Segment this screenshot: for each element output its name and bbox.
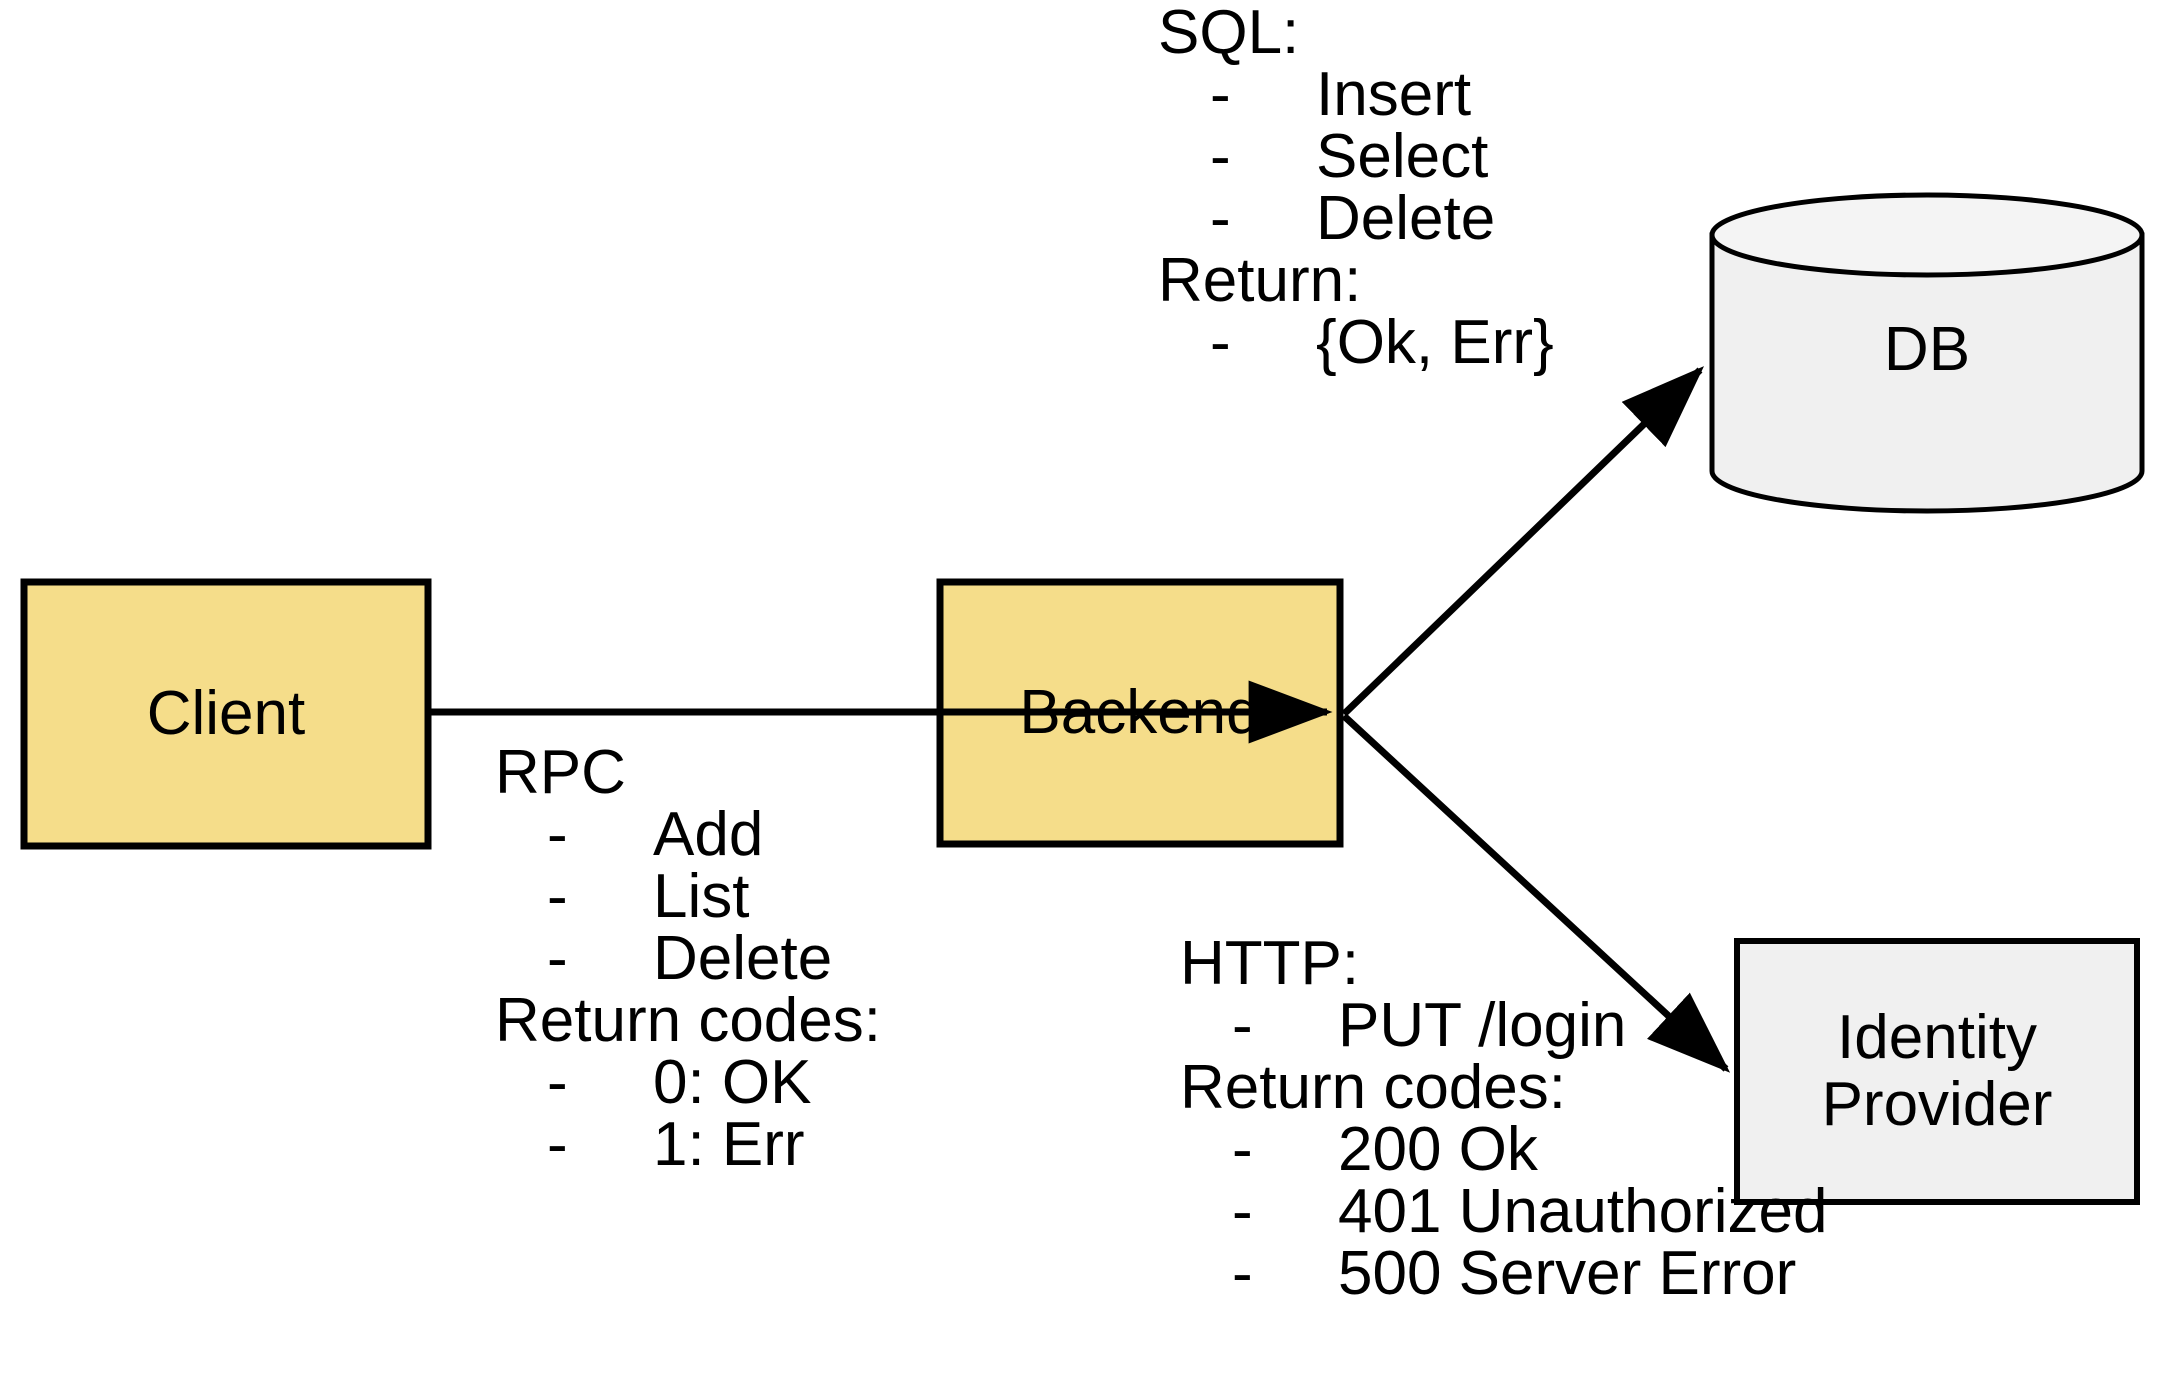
annotation-sql: SQL: -Insert -Select -Delete Return: -{O… xyxy=(1158,2,1554,374)
annotation-rpc-item-2-text: Delete xyxy=(653,924,833,993)
annotation-rpc-return-item-0-text: 0: OK xyxy=(653,1048,812,1117)
bullet-dash-icon: - xyxy=(547,862,568,931)
annotation-http-item-0: -PUT /login xyxy=(1180,995,1827,1057)
annotation-sql-item-2: -Delete xyxy=(1158,188,1554,250)
node-client-label: Client xyxy=(24,582,428,846)
annotation-sql-item-2-text: Delete xyxy=(1316,184,1496,253)
node-backend-label: Backend xyxy=(940,582,1340,844)
bullet-dash-icon: - xyxy=(1232,1177,1253,1246)
annotation-rpc-heading: RPC xyxy=(495,738,626,807)
annotation-rpc: RPC -Add -List -Delete Return codes: -0:… xyxy=(495,742,881,1176)
annotation-rpc-item-0-text: Add xyxy=(653,800,764,869)
annotation-sql-return-item-0-text: {Ok, Err} xyxy=(1316,308,1554,377)
node-db-text: DB xyxy=(1883,314,1971,384)
annotation-sql-return-heading: Return: xyxy=(1158,246,1362,315)
annotation-sql-item-0: -Insert xyxy=(1158,64,1554,126)
annotation-rpc-item-1-text: List xyxy=(653,862,750,931)
bullet-dash-icon: - xyxy=(547,924,568,993)
annotation-http: HTTP: -PUT /login Return codes: -200 Ok … xyxy=(1180,933,1827,1305)
annotation-http-heading: HTTP: xyxy=(1180,929,1360,998)
annotation-rpc-return-heading: Return codes: xyxy=(495,986,881,1055)
annotation-http-return-item-2: -500 Server Error xyxy=(1180,1243,1827,1305)
bullet-dash-icon: - xyxy=(547,800,568,869)
annotation-sql-item-1: -Select xyxy=(1158,126,1554,188)
annotation-rpc-item-0: -Add xyxy=(495,804,881,866)
annotation-sql-return-item-0: -{Ok, Err} xyxy=(1158,312,1554,374)
annotation-http-return-item-1-text: 401 Unauthorized xyxy=(1338,1177,1828,1246)
bullet-dash-icon: - xyxy=(1210,60,1231,129)
annotation-rpc-item-1: -List xyxy=(495,866,881,928)
annotation-http-return-item-2-text: 500 Server Error xyxy=(1338,1239,1797,1308)
annotation-sql-heading: SQL: xyxy=(1158,0,1300,67)
annotation-http-item-0-text: PUT /login xyxy=(1338,991,1627,1060)
node-identity-provider-text: Identity Provider xyxy=(1821,1002,2053,1139)
bullet-dash-icon: - xyxy=(547,1048,568,1117)
bullet-dash-icon: - xyxy=(1232,1115,1253,1184)
annotation-rpc-item-2: -Delete xyxy=(495,928,881,990)
annotation-rpc-return-item-1-text: 1: Err xyxy=(653,1110,805,1179)
bullet-dash-icon: - xyxy=(1232,991,1253,1060)
bullet-dash-icon: - xyxy=(1232,1239,1253,1308)
bullet-dash-icon: - xyxy=(1210,122,1231,191)
edge-backend-to-db xyxy=(1341,366,1705,717)
annotation-rpc-return-item-0: -0: OK xyxy=(495,1052,881,1114)
node-client-text: Client xyxy=(146,678,306,748)
annotation-sql-item-0-text: Insert xyxy=(1316,60,1472,129)
annotation-rpc-return-item-1: -1: Err xyxy=(495,1114,881,1176)
annotation-http-return-item-1: -401 Unauthorized xyxy=(1180,1181,1827,1243)
annotation-http-return-item-0: -200 Ok xyxy=(1180,1119,1827,1181)
bullet-dash-icon: - xyxy=(547,1110,568,1179)
annotation-http-return-heading: Return codes: xyxy=(1180,1053,1566,1122)
node-identity-provider-label: Identity Provider xyxy=(1737,941,2137,1202)
bullet-dash-icon: - xyxy=(1210,308,1231,377)
node-backend-text: Backend xyxy=(1019,677,1261,747)
bullet-dash-icon: - xyxy=(1210,184,1231,253)
node-db-label: DB xyxy=(1712,250,2142,450)
annotation-sql-item-1-text: Select xyxy=(1316,122,1489,191)
annotation-http-return-item-0-text: 200 Ok xyxy=(1338,1115,1538,1184)
